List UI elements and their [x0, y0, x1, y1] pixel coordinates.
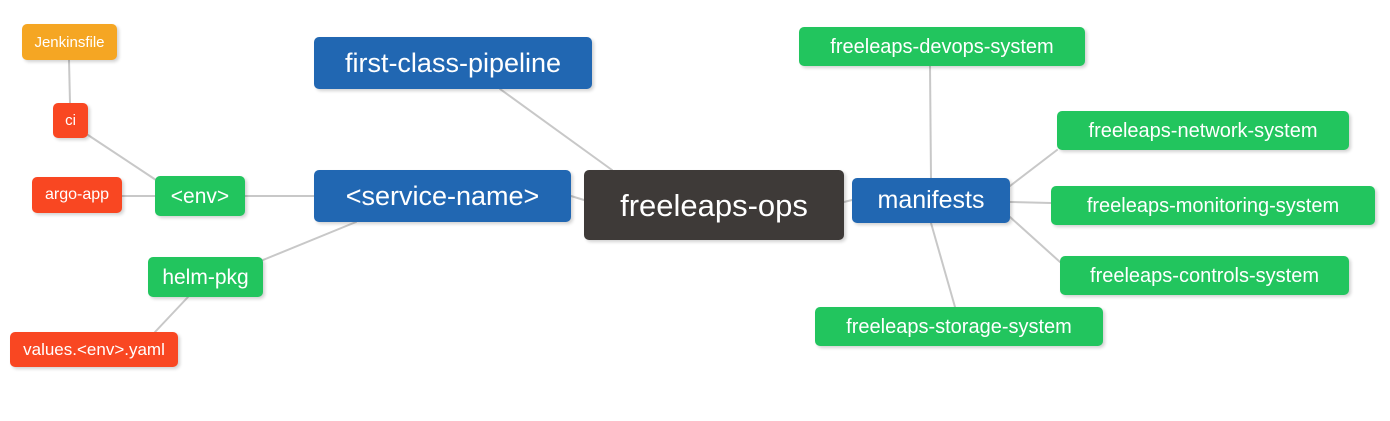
node-helm-pkg[interactable]: helm-pkg	[148, 257, 263, 297]
edge-manifests-to-freeleaps-controls-system	[1009, 216, 1061, 263]
edge-ci-to-env	[87, 134, 157, 181]
node-first-class-pipeline[interactable]: first-class-pipeline	[314, 37, 592, 89]
node-ci[interactable]: ci	[53, 103, 88, 138]
edge-freeleaps-ops-to-manifests	[843, 199, 853, 203]
node-freeleaps-devops-system[interactable]: freeleaps-devops-system	[799, 27, 1085, 66]
node-argo-app[interactable]: argo-app	[32, 177, 122, 213]
node-manifests[interactable]: manifests	[852, 178, 1010, 223]
edge-manifests-to-freeleaps-devops-system	[929, 65, 932, 179]
node-freeleaps-monitoring-system[interactable]: freeleaps-monitoring-system	[1051, 186, 1375, 225]
node-freeleaps-ops[interactable]: freeleaps-ops	[584, 170, 844, 240]
edge-jenkinsfile-to-ci	[68, 59, 71, 104]
edge-manifests-to-freeleaps-network-system	[1009, 149, 1058, 187]
edge-values-yaml-to-helm-pkg	[154, 296, 189, 333]
node-jenkinsfile[interactable]: Jenkinsfile	[22, 24, 117, 60]
node-env[interactable]: <env>	[155, 176, 245, 216]
node-freeleaps-controls-system[interactable]: freeleaps-controls-system	[1060, 256, 1349, 295]
node-freeleaps-network-system[interactable]: freeleaps-network-system	[1057, 111, 1349, 150]
edge-service-name-to-freeleaps-ops	[570, 195, 585, 201]
node-service-name[interactable]: <service-name>	[314, 170, 571, 222]
node-values-yaml[interactable]: values.<env>.yaml	[10, 332, 178, 367]
node-freeleaps-storage-system[interactable]: freeleaps-storage-system	[815, 307, 1103, 346]
edge-first-class-pipeline-to-freeleaps-ops	[499, 88, 613, 171]
edge-manifests-to-freeleaps-monitoring-system	[1009, 201, 1052, 204]
edge-helm-pkg-to-service-name	[262, 221, 357, 261]
edge-manifests-to-freeleaps-storage-system	[930, 222, 956, 308]
